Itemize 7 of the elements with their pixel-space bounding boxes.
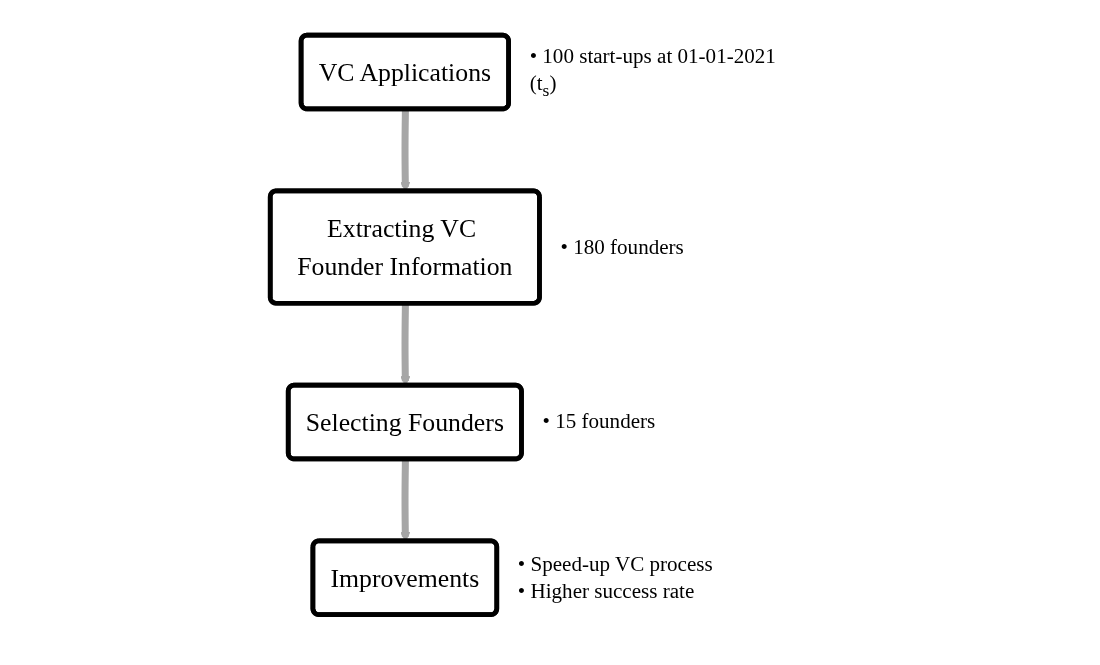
- note-text: • Speed-up VC process: [517, 551, 713, 578]
- note-text: • Higher success rate: [517, 577, 696, 605]
- note-text: • 100 start-ups at 01-01-2021 (t$_{s}$): [529, 43, 777, 101]
- arrow: [400, 109, 411, 192]
- note-text: • 15 founders: [542, 409, 656, 436]
- arrow: [400, 459, 411, 542]
- note-text: • 180 founders: [560, 234, 684, 261]
